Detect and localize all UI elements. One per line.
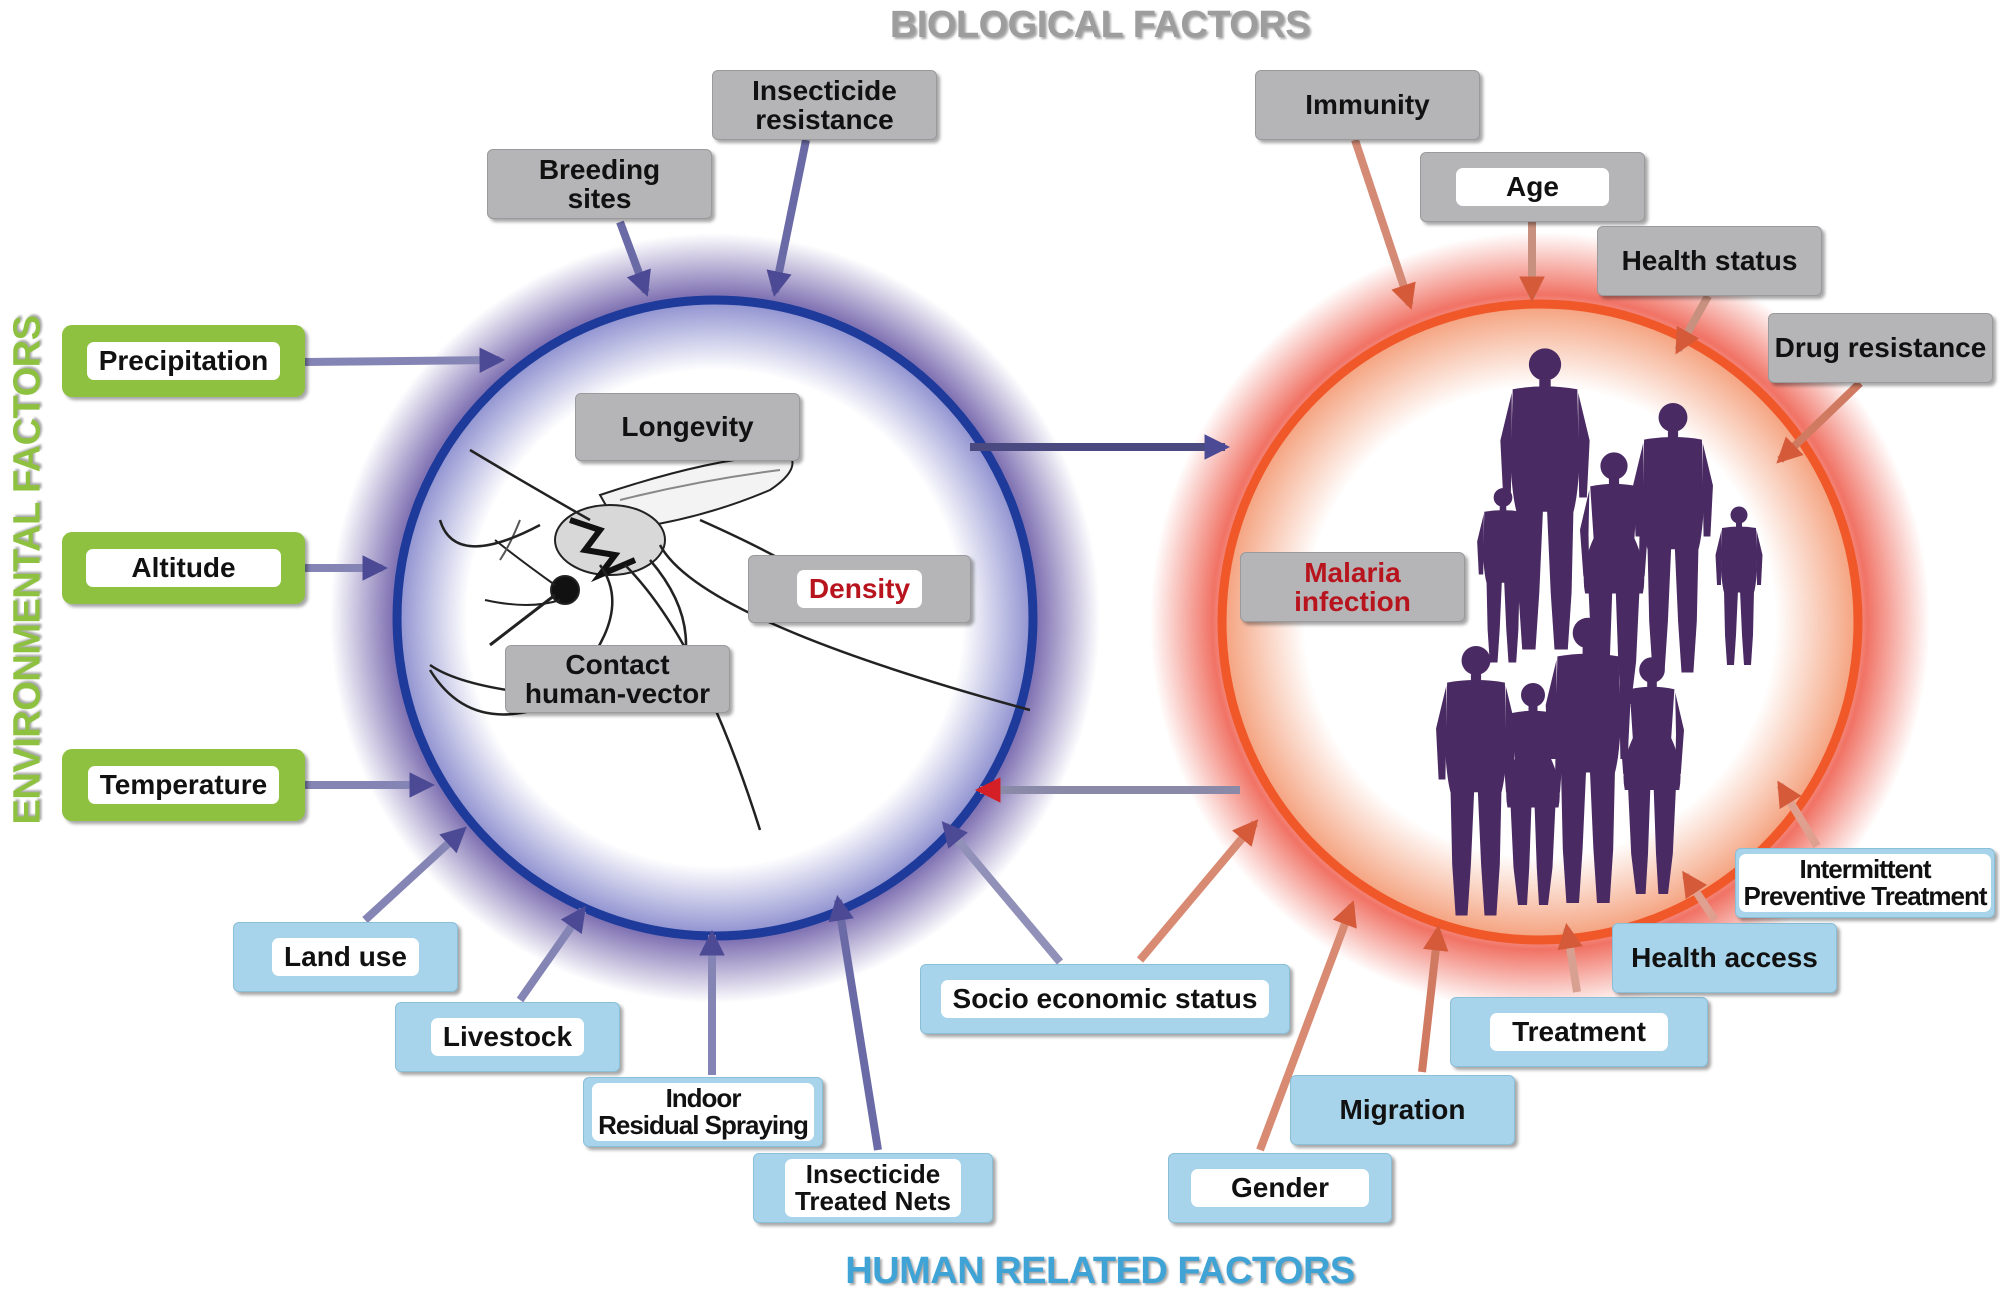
arrows [304,138,1863,1152]
box-drug-resistance: Drug resistance [1768,313,1993,383]
box-livestock: Livestock [395,1002,620,1072]
box-socio-economic-status: Socio economic status [920,964,1290,1034]
health-access-label: Health access [1631,942,1818,974]
box-treatment: Treatment [1450,997,1708,1067]
arrow-land-use-to-vector [362,826,467,923]
livestock-label: Livestock [430,1018,585,1056]
longevity-label: Longevity [621,411,754,443]
box-migration: Migration [1290,1075,1515,1145]
itn-line-1: Insecticide [805,1158,941,1189]
insecticide-resistance-line-2: resistance [755,104,894,135]
drug-resistance-label: Drug resistance [1774,332,1987,364]
immunity-label: Immunity [1305,89,1430,121]
box-contact-human-vector: Contact human-vector [505,645,730,713]
arrow-immunity-to-infection [1351,138,1416,310]
irs-line-1: Indoor [665,1082,742,1113]
box-insecticide-resistance: Insecticide resistance [712,70,937,140]
box-breeding-sites: Breeding sites [487,149,712,219]
malaria-line-2: infection [1294,586,1411,617]
arrow-livestock-to-vector [516,905,587,1003]
environmental-factors-heading: ENVIRONMENTAL FACTORS [6,315,49,825]
arrow-itn-to-vector [828,894,882,1151]
altitude-label: Altitude [86,549,281,587]
arrow-insecticide-resistance-to-vector [766,139,810,298]
land-use-label: Land use [272,938,419,976]
arrow-health-status-to-infection [1674,294,1712,355]
ipt-line-2: Preventive Treatment [1743,881,1987,911]
box-longevity: Longevity [575,393,800,461]
box-age: Age [1420,152,1645,222]
health-status-label: Health status [1621,245,1798,277]
box-malaria-infection: Malaria infection [1240,552,1465,622]
breeding-sites-line-2: sites [567,183,632,214]
socio-economic-status-label: Socio economic status [940,980,1270,1018]
arrow-ipt-to-infection [1776,780,1821,849]
gender-label: Gender [1190,1169,1370,1207]
box-density: Density [748,555,971,623]
density-label: Density [796,570,923,608]
box-altitude: Altitude [62,532,305,604]
arrow-health-access-to-infection [1681,870,1719,923]
box-immunity: Immunity [1255,70,1480,140]
biological-factors-heading: BIOLOGICAL FACTORS [889,4,1311,46]
box-land-use: Land use [233,922,458,992]
arrow-gender-to-infection [1256,900,1357,1152]
contact-line-2: human-vector [524,678,711,709]
precipitation-label: Precipitation [86,342,281,380]
treatment-label: Treatment [1490,1013,1668,1051]
box-precipitation: Precipitation [62,325,305,397]
vector-circle [330,233,1100,1003]
contact-line-1: Contact [565,648,670,680]
temperature-label: Temperature [87,766,280,804]
arrow-treatment-to-infection [1557,922,1583,993]
itn-line-2: Treated Nets [794,1186,952,1216]
arrow-breeding-to-vector [616,220,651,297]
box-health-access: Health access [1612,923,1837,993]
arrow-socio-to-infection [1136,819,1259,963]
box-temperature: Temperature [62,749,305,821]
human-related-factors-heading: HUMAN RELATED FACTORS [845,1250,1355,1292]
malaria-line-1: Malaria [1304,556,1401,588]
arrow-drug-resistance-to-infection [1776,380,1863,464]
box-indoor-residual-spraying: Indoor Residual Spraying [583,1077,823,1147]
ipt-line-1: Intermittent [1799,853,1931,884]
box-intermittent-preventive-treatment: Intermittent Preventive Treatment [1735,848,1995,918]
arrow-precipitation-to-vector [304,347,506,374]
box-health-status: Health status [1597,226,1822,296]
mosquito-illustration [428,448,1031,831]
breeding-sites-line-1: Breeding [538,153,661,185]
irs-line-2: Residual Spraying [598,1110,809,1140]
migration-label: Migration [1339,1094,1466,1126]
age-label: Age [1456,168,1609,206]
insecticide-resistance-line-1: Insecticide [752,74,897,106]
arrow-migration-to-infection [1418,924,1449,1073]
box-insecticide-treated-nets: Insecticide Treated Nets [753,1153,993,1223]
arrow-socio-to-vector [941,821,1064,965]
box-gender: Gender [1168,1153,1392,1223]
